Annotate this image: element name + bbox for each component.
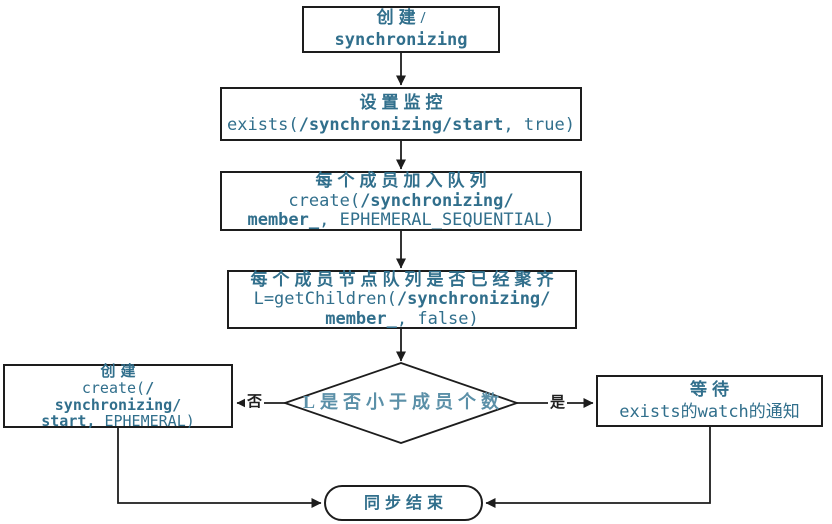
node-text-line: create(/synchronizing/ <box>288 190 514 211</box>
node-text-line: L是否小于成员个数 <box>302 392 504 413</box>
node-text-line: member_, EPHEMERAL_SEQUENTIAL) <box>247 210 555 231</box>
node-text-line: 同步结束 <box>363 494 448 512</box>
node-sync-end: 同步结束 <box>324 485 483 521</box>
node-decision-text: L是否小于成员个数 <box>275 363 527 443</box>
node-text-line: member_, false) <box>325 308 479 329</box>
node-text-line: 等待 <box>690 380 734 400</box>
edge-createstart-to-end <box>117 428 322 508</box>
node-text-line: start, EPHEMERAL) <box>41 411 195 430</box>
node-text-line: 创建/ <box>376 8 431 28</box>
node-text-line: exists(/synchronizing/start, true) <box>226 114 575 135</box>
node-text-line: 每个成员加入队列 <box>315 170 492 190</box>
node-text-line: synchronizing/ <box>54 395 182 414</box>
edge-label-no: 否 <box>245 394 265 410</box>
node-text-line: exists的watch的通知 <box>619 401 800 422</box>
node-text-line: create(/ <box>81 379 155 398</box>
node-text-line: synchronizing <box>334 30 468 50</box>
node-text-line: 每个成员节点队列是否已经聚齐 <box>250 269 559 289</box>
decision-diamond-shape <box>282 362 520 444</box>
node-text-line: 设置监控 <box>359 93 448 113</box>
edge-wait-to-end <box>485 427 711 508</box>
node-create-synchronizing: 创建/synchronizing <box>302 6 500 53</box>
edge-label-yes: 是 <box>548 395 568 411</box>
node-text-line: 创建 <box>100 364 141 381</box>
node-text-line: L=getChildren(/synchronizing/ <box>253 289 551 310</box>
